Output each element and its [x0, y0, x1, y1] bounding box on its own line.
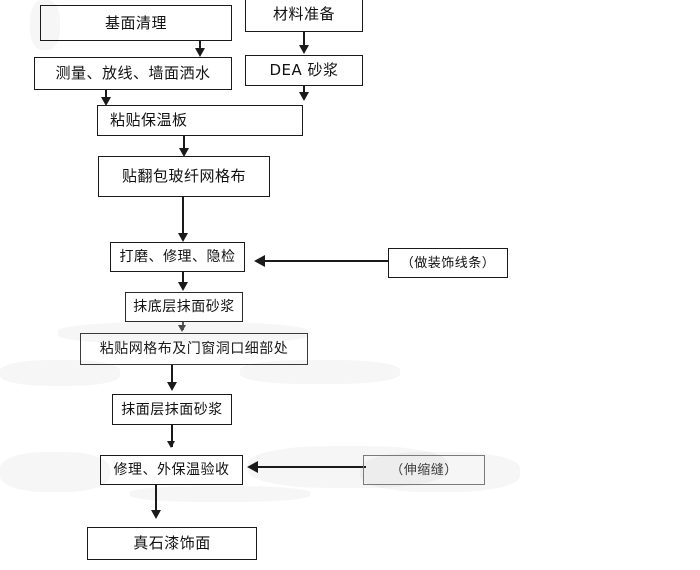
arrowhead-down [299, 92, 309, 101]
node-label: 基面清理 [104, 13, 167, 32]
node-paste-insulation-board[interactable]: 粘贴保温板 [97, 105, 303, 136]
node-decorative-lines[interactable]: （做装饰线条） [388, 248, 508, 278]
node-grinding-repair-inspection[interactable]: 打磨、修理、隐检 [110, 242, 245, 272]
arrowhead-down [167, 382, 177, 391]
edge-line-material-to-dea [303, 32, 305, 47]
arrowhead-down [151, 510, 161, 519]
edge-line-detail-to-finish [171, 365, 173, 387]
edge-line-joint-to-accept [258, 466, 366, 468]
node-label: 测量、放线、墙面洒水 [55, 64, 211, 82]
arrowhead-down [178, 233, 188, 242]
node-label: 抹底层抹面砂浆 [133, 299, 235, 315]
paper-smudge [130, 486, 310, 502]
node-dea-mortar[interactable]: DEA 砂浆 [245, 55, 363, 86]
node-label: 材料准备 [272, 5, 335, 23]
arrowhead-down [299, 45, 309, 54]
paper-smudge [0, 452, 110, 492]
node-mesh-and-opening-details[interactable]: 粘贴网格布及门窗洞口细部处 [80, 333, 308, 365]
arrowhead-down [179, 148, 189, 157]
node-material-preparation[interactable]: 材料准备 [245, 0, 363, 32]
node-label: 贴翻包玻纤网格布 [121, 167, 246, 185]
node-label: （伸缩缝） [390, 462, 458, 478]
node-paste-wrapped-fiberglass-mesh[interactable]: 贴翻包玻纤网格布 [98, 156, 270, 197]
node-label: （做装饰线条） [400, 255, 496, 271]
edge-line-survey-to-paste [105, 90, 107, 100]
edge-line-grind-to-base [182, 272, 184, 286]
node-base-cleaning[interactable]: 基面清理 [40, 5, 232, 41]
node-label: 抹面层抹面砂浆 [121, 401, 223, 418]
arrowhead-left [254, 255, 265, 267]
edge-line-basement-to-survey [199, 41, 201, 53]
node-base-layer-mortar[interactable]: 抹底层抹面砂浆 [125, 292, 243, 322]
node-label: DEA 砂浆 [269, 61, 339, 79]
arrowhead-left [247, 461, 258, 473]
arrowhead-down [101, 97, 111, 106]
node-expansion-joint[interactable]: （伸缩缝） [363, 455, 485, 485]
arrowhead-down [195, 48, 205, 57]
node-repair-insulation-acceptance[interactable]: 修理、外保温验收 [100, 455, 243, 485]
node-label: 粘贴网格布及门窗洞口细部处 [99, 341, 289, 357]
node-label: 粘贴保温板 [110, 111, 188, 129]
arrowhead-down [167, 441, 175, 448]
node-survey-layout-wetting[interactable]: 测量、放线、墙面洒水 [34, 57, 232, 90]
edge-line-dea-to-paste [303, 86, 305, 96]
edge-line-paste-to-mesh [183, 136, 185, 151]
arrowhead-down [178, 325, 186, 332]
edge-line-decor-to-grind [265, 260, 388, 262]
edge-line-accept-to-coating [155, 485, 157, 515]
edge-line-mesh-to-grind [182, 197, 184, 237]
node-stone-paint-finish[interactable]: 真石漆饰面 [87, 527, 257, 560]
node-label: 真石漆饰面 [133, 534, 211, 552]
node-surface-layer-mortar[interactable]: 抹面层抹面砂浆 [112, 394, 232, 425]
edge-line-finish-to-accept [171, 425, 173, 447]
node-label: 打磨、修理、隐检 [119, 249, 236, 265]
node-label: 修理、外保温验收 [113, 462, 230, 478]
arrowhead-down [178, 282, 188, 291]
